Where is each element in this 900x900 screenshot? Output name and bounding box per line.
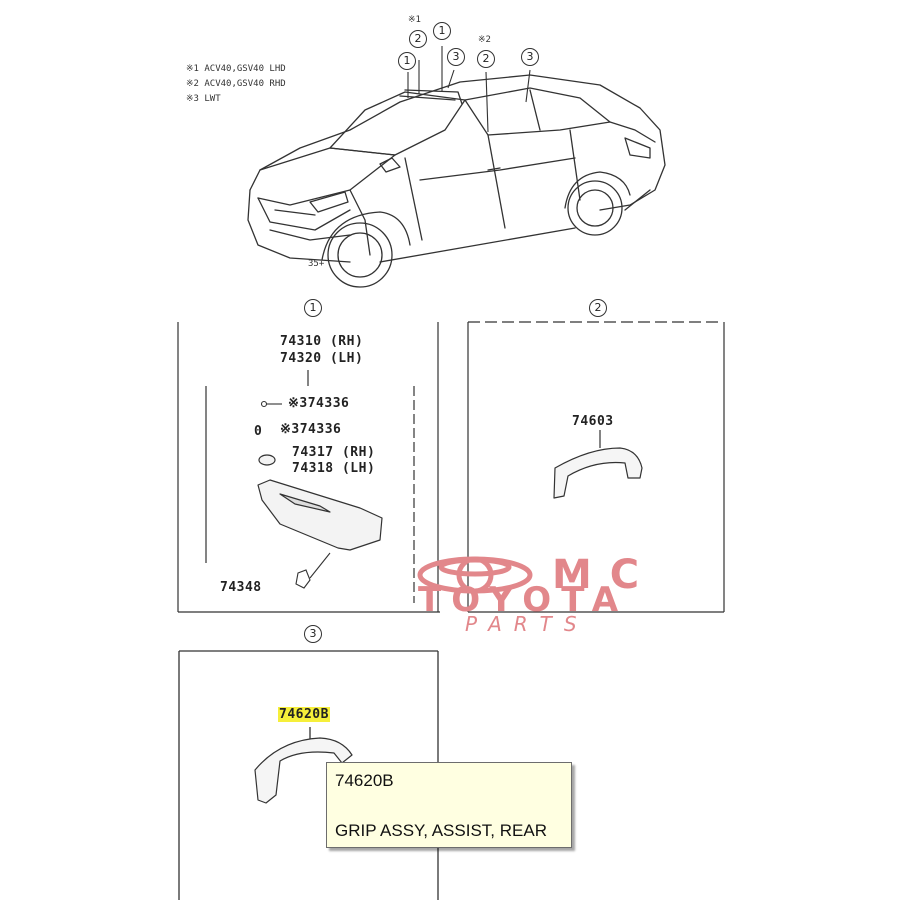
watermark-line1: MC	[552, 552, 658, 598]
part-74318-lh[interactable]: 74318 (LH)	[292, 461, 376, 476]
callout-asterisk-1: ※1	[408, 15, 421, 25]
callout-circle-1a: 1	[398, 52, 416, 70]
tooltip-part-number: 74620B	[335, 771, 394, 790]
part-screw-74336[interactable]: ※374336	[288, 396, 350, 411]
note-lhd: ※1 ACV40,GSV40 LHD	[186, 64, 286, 74]
part-tooltip: 74620B GRIP ASSY, ASSIST, REAR	[326, 762, 572, 848]
part-74317-rh[interactable]: 74317 (RH)	[292, 445, 376, 460]
callout-circle-1b: 1	[433, 22, 451, 40]
panel-2-label: 2	[589, 299, 607, 317]
toyota-logo-watermark	[417, 556, 533, 594]
part-74620b[interactable]: 74620B	[278, 707, 330, 722]
callout-circle-2a: 2	[409, 30, 427, 48]
callout-circle-2b: 2	[477, 50, 495, 68]
car-illustration: 35+	[247, 46, 666, 288]
panel-1-label: 1	[304, 299, 322, 317]
callout-asterisk-2: ※2	[478, 35, 491, 45]
part-74348[interactable]: 74348	[220, 580, 262, 595]
part-zero-label: 0	[254, 424, 263, 439]
part-74310-rh[interactable]: 74310 (RH)	[280, 334, 364, 349]
panel-2-frame	[467, 321, 725, 613]
tooltip-description: GRIP ASSY, ASSIST, REAR	[335, 821, 547, 840]
panel-3-label: 3	[304, 625, 322, 643]
callout-circle-3a: 3	[447, 48, 465, 66]
part-clip-74336[interactable]: ※374336	[280, 422, 342, 437]
part-74620b-highlight: 74620B	[278, 707, 330, 722]
note-lwt: ※3 LWT	[186, 94, 221, 104]
callout-circle-3b: 3	[521, 48, 539, 66]
plate-text: 35+	[308, 259, 325, 269]
note-rhd: ※2 ACV40,GSV40 RHD	[186, 79, 286, 89]
watermark-line2: TOYOTA	[418, 580, 629, 620]
part-74320-lh[interactable]: 74320 (LH)	[280, 351, 364, 366]
part-74603[interactable]: 74603	[572, 414, 614, 429]
watermark-line3: PARTS	[465, 612, 589, 636]
